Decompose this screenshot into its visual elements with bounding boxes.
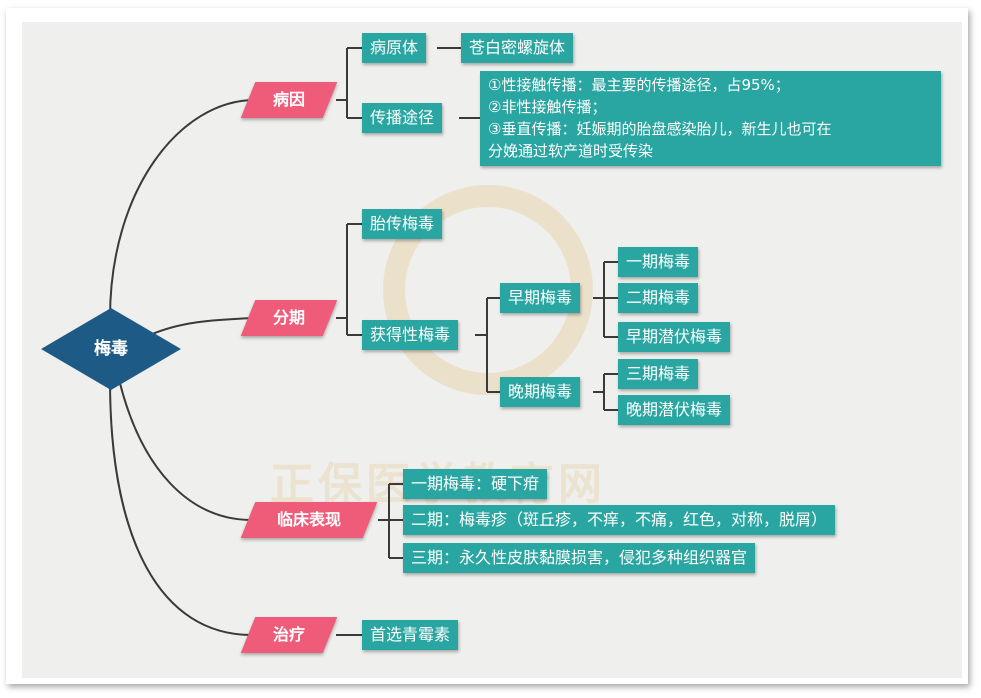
transmission-line: 分娩通过软产道时受传染 bbox=[488, 142, 654, 160]
clinical-item: 一期梅毒：硬下疳 bbox=[403, 469, 548, 499]
early-stage-item: 二期梅毒 bbox=[618, 283, 699, 313]
category-clinical: 临床表现 bbox=[240, 502, 378, 538]
category-staging: 分期 bbox=[240, 300, 338, 336]
pathogen-value: 苍白密螺旋体 bbox=[461, 33, 574, 63]
category-etiology: 病因 bbox=[240, 82, 338, 118]
category-label: 分期 bbox=[272, 308, 305, 327]
pathogen-node: 病原体 bbox=[362, 33, 427, 63]
category-label: 治疗 bbox=[272, 625, 305, 644]
late-stage-item: 晚期潜伏梅毒 bbox=[618, 395, 731, 425]
late-syphilis-node: 晚期梅毒 bbox=[500, 377, 581, 407]
root-label: 梅毒 bbox=[94, 339, 128, 359]
early-stage-item: 一期梅毒 bbox=[618, 247, 699, 277]
root-node: 梅毒 bbox=[41, 308, 181, 390]
transmission-line: ③垂直传播：妊娠期的胎盘感染胎儿，新生儿也可在 bbox=[488, 120, 832, 138]
transmission-line: ②非性接触传播； bbox=[488, 98, 607, 116]
category-label: 病因 bbox=[272, 90, 305, 109]
clinical-item: 三期：永久性皮肤黏膜损害，侵犯多种组织器官 bbox=[403, 543, 756, 573]
category-label: 临床表现 bbox=[276, 510, 341, 529]
early-stage-item: 早期潜伏梅毒 bbox=[618, 322, 731, 352]
transmission-line: ①性接触传播：最主要的传播途径，占95%； bbox=[488, 76, 790, 94]
treatment-drug: 首选青霉素 bbox=[362, 620, 459, 650]
congenital-node: 胎传梅毒 bbox=[362, 209, 443, 239]
clinical-item: 二期：梅毒疹（斑丘疹，不痒，不痛，红色，对称，脱屑） bbox=[403, 505, 836, 535]
transmission-node: 传播途径 bbox=[362, 103, 443, 133]
transmission-detail: ①性接触传播：最主要的传播途径，占95%； ②非性接触传播； ③垂直传播：妊娠期… bbox=[480, 71, 941, 166]
late-stage-item: 三期梅毒 bbox=[618, 359, 699, 389]
acquired-node: 获得性梅毒 bbox=[362, 320, 459, 350]
early-syphilis-node: 早期梅毒 bbox=[500, 283, 581, 313]
category-treatment: 治疗 bbox=[240, 617, 338, 653]
